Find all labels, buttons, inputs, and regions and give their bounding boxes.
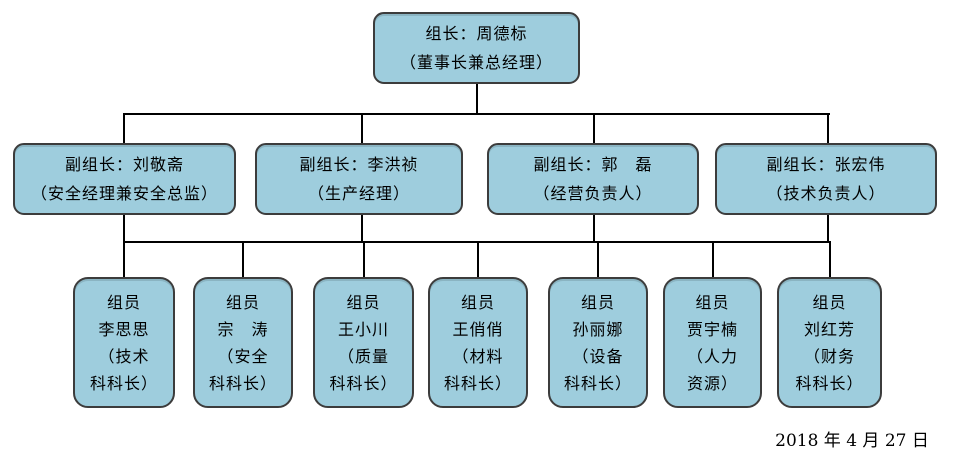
member-7-name: 刘红芳 [803, 319, 855, 339]
member-2-dept-1: （安全 [217, 346, 269, 366]
member-3-dept-1: （质量 [337, 346, 389, 366]
connector-deputy-4-drop [827, 113, 829, 144]
deputy-box-1: 副组长：刘敬斋 （安全经理兼安全总监） [13, 143, 236, 215]
leader-box: 组长：周德标 （董事长兼总经理） [373, 12, 580, 84]
member-7-dept-1: （财务 [803, 346, 855, 366]
member-3-role: 组员 [346, 292, 381, 312]
member-1-name: 李思思 [98, 319, 150, 339]
member-5-role: 组员 [580, 292, 615, 312]
member-box-3: 组员 王小川 （质量 科科长） [313, 277, 414, 408]
member-box-5: 组员 孙丽娜 （设备 科科长） [548, 277, 648, 408]
leader-subtitle: （董事长兼总经理） [399, 53, 553, 72]
connector-deputy-1-down [123, 215, 125, 242]
member-4-dept-2: 科科长） [443, 373, 512, 393]
member-4-dept-1: （材料 [452, 346, 504, 366]
deputy-1-subtitle: （安全经理兼安全总监） [30, 184, 218, 203]
member-5-dept-2: 科科长） [563, 373, 632, 393]
connector-deputy-4-down [827, 215, 829, 242]
member-2-dept-2: 科科长） [208, 373, 277, 393]
member-7-role: 组员 [812, 292, 847, 312]
member-box-6: 组员 贾宇楠 （人力 资源） [663, 277, 762, 408]
member-box-1: 组员 李思思 （技术 科科长） [73, 277, 175, 408]
connector-deputy-1-drop [123, 113, 125, 144]
deputy-box-4: 副组长：张宏伟 （技术负责人） [715, 143, 937, 215]
member-3-dept-2: 科科长） [329, 373, 398, 393]
member-4-role: 组员 [460, 292, 495, 312]
connector-row1-horizontal [123, 113, 830, 115]
connector-deputy-3-down [593, 215, 595, 242]
deputy-2-title: 副组长：李洪祯 [299, 155, 419, 174]
member-1-role: 组员 [106, 292, 141, 312]
connector-member-4-drop [477, 241, 479, 278]
deputy-4-title: 副组长：张宏伟 [766, 155, 886, 174]
leader-title: 组长：周德标 [425, 24, 528, 43]
connector-member-3-drop [363, 241, 365, 278]
connector-member-6-drop [712, 241, 714, 278]
member-2-role: 组员 [225, 292, 260, 312]
member-7-dept-2: 科科长） [795, 373, 864, 393]
connector-leader-drop [476, 84, 478, 115]
connector-member-5-drop [597, 241, 599, 278]
member-6-dept-2: 资源） [686, 373, 738, 393]
member-5-dept-1: （设备 [572, 346, 624, 366]
member-6-dept-1: （人力 [686, 346, 738, 366]
deputy-2-subtitle: （生产经理） [307, 184, 410, 203]
member-box-2: 组员 宗 涛 （安全 科科长） [193, 277, 293, 408]
connector-deputy-2-down [361, 215, 363, 242]
connector-member-1-drop [123, 241, 125, 278]
deputy-box-2: 副组长：李洪祯 （生产经理） [255, 143, 463, 215]
connector-deputy-2-drop [361, 113, 363, 144]
member-4-name: 王俏俏 [452, 319, 504, 339]
member-1-dept-1: （技术 [98, 346, 150, 366]
deputy-1-title: 副组长：刘敬斋 [64, 155, 184, 174]
member-box-7: 组员 刘红芳 （财务 科科长） [777, 277, 882, 408]
member-5-name: 孙丽娜 [572, 319, 624, 339]
member-2-name: 宗 涛 [217, 319, 269, 339]
deputy-3-title: 副组长：郭 磊 [533, 155, 653, 174]
connector-member-7-drop [829, 241, 831, 278]
member-6-name: 贾宇楠 [686, 319, 738, 339]
member-6-role: 组员 [695, 292, 730, 312]
deputy-4-subtitle: （技术负责人） [766, 184, 886, 203]
date-label: 2018 年 4 月 27 日 [775, 431, 929, 451]
member-3-name: 王小川 [337, 319, 389, 339]
member-1-dept-2: 科科长） [89, 373, 158, 393]
member-box-4: 组员 王俏俏 （材料 科科长） [428, 277, 528, 408]
deputy-box-3: 副组长：郭 磊 （经营负责人） [487, 143, 699, 215]
connector-member-2-drop [242, 241, 244, 278]
connector-deputy-3-drop [593, 113, 595, 144]
deputy-3-subtitle: （经营负责人） [533, 184, 653, 203]
